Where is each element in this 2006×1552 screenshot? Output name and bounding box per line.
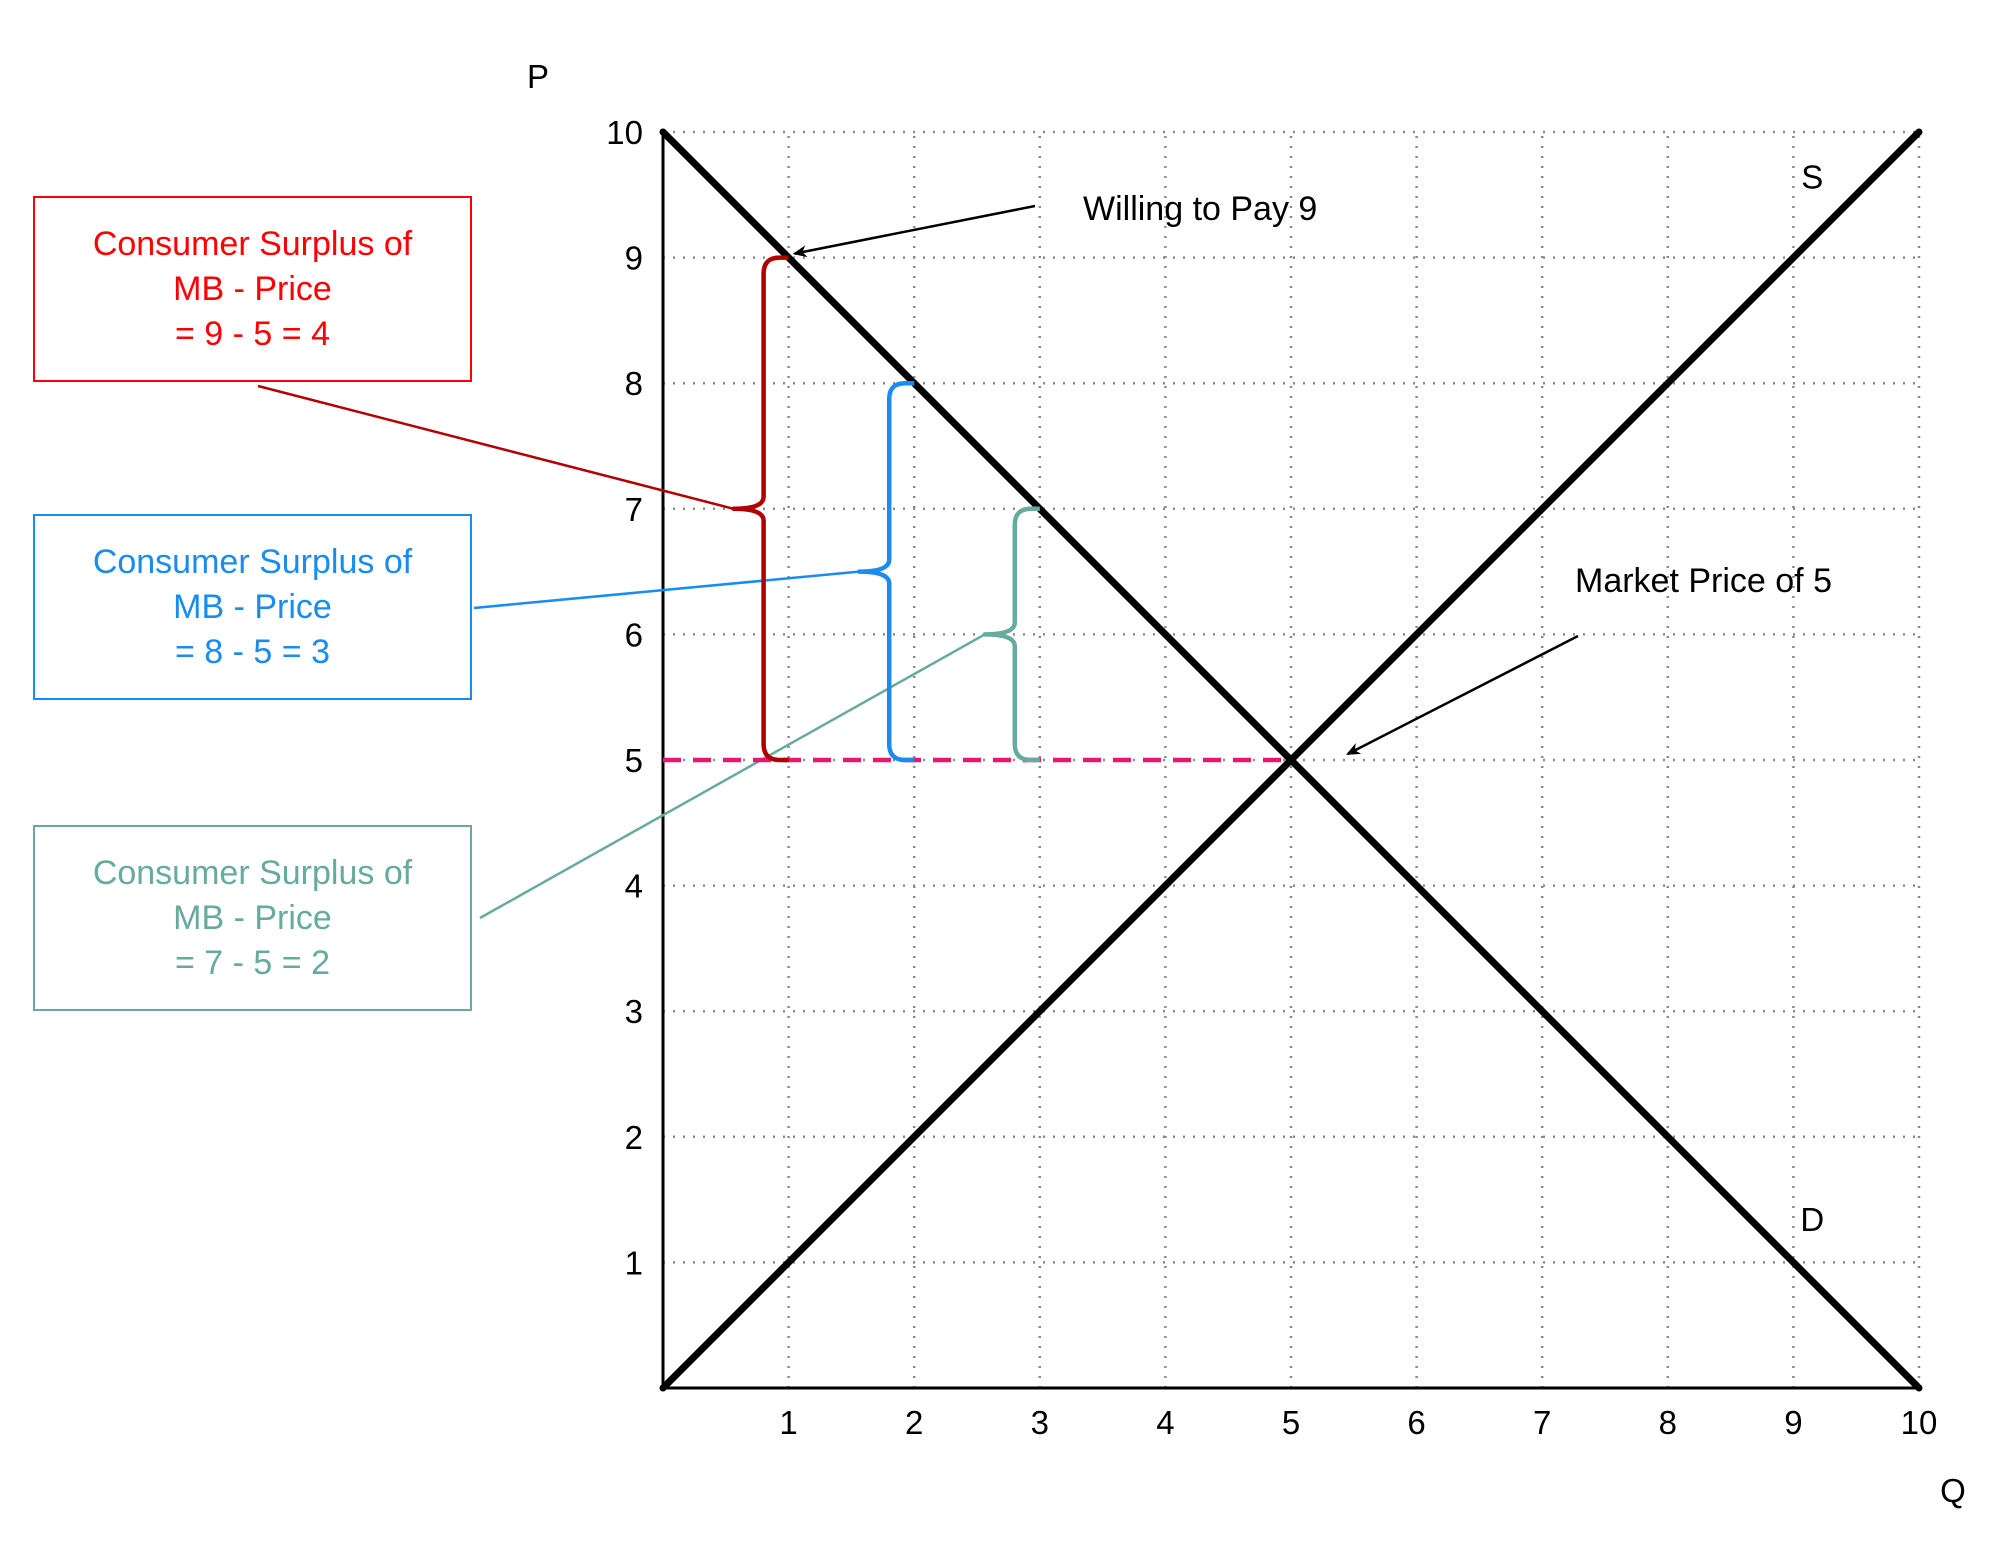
x-tick-label: 6 (1407, 1404, 1425, 1441)
callout-line3: = 9 - 5 = 4 (175, 314, 330, 353)
x-tick-label: 1 (779, 1404, 797, 1441)
y-tick-label: 7 (625, 491, 643, 528)
callout-consumer-surplus-3: Consumer Surplus of MB - Price = 8 - 5 =… (33, 514, 472, 700)
demand-curve-label: D (1800, 1201, 1824, 1238)
callout-line2: MB - Price (173, 587, 332, 626)
y-tick-label: 5 (625, 742, 643, 779)
y-tick-label: 8 (625, 365, 643, 402)
y-tick-label: 1 (625, 1244, 643, 1281)
x-tick-label: 7 (1533, 1404, 1551, 1441)
tick-labels: 1 2 3 4 5 6 7 8 9 10 1 2 3 4 5 6 7 8 9 10 (606, 114, 1937, 1441)
y-tick-label: 4 (625, 868, 643, 905)
y-tick-label: 10 (606, 114, 643, 151)
x-tick-label: 8 (1659, 1404, 1677, 1441)
callout-line1: Consumer Surplus of (92, 542, 413, 581)
x-tick-label: 2 (905, 1404, 923, 1441)
surplus-brace-q2 (856, 380, 915, 763)
x-tick-label: 10 (1901, 1404, 1938, 1441)
market-price-arrow (1346, 634, 1579, 756)
callout-leader-line (257, 384, 734, 511)
market-price-label: Market Price of 5 (1575, 562, 1832, 600)
y-tick-label: 3 (625, 993, 643, 1030)
surplus-brace-q3 (982, 506, 1040, 763)
surplus-brace-q1 (731, 255, 789, 763)
callout-line3: = 8 - 5 = 3 (175, 632, 330, 671)
callout-line3: = 7 - 5 = 2 (175, 943, 330, 982)
x-tick-label: 5 (1282, 1404, 1300, 1441)
willing-to-pay-label: Willing to Pay 9 (1083, 190, 1317, 228)
y-tick-label: 6 (625, 616, 643, 653)
callout-consumer-surplus-2: Consumer Surplus of MB - Price = 7 - 5 =… (33, 825, 472, 1011)
callout-leader-line (473, 570, 860, 610)
y-tick-label: 2 (625, 1119, 643, 1156)
curve-s (659, 128, 1923, 1392)
callout-leader-line (479, 633, 986, 920)
x-tick-label: 4 (1156, 1404, 1174, 1441)
surplus-braces (731, 255, 1040, 763)
x-axis-title: Q (1940, 1472, 1966, 1509)
supply-curve-label: S (1801, 159, 1823, 196)
callout-line1: Consumer Surplus of (92, 224, 413, 263)
callout-line2: MB - Price (173, 898, 332, 937)
callout-leader-lines (257, 384, 986, 920)
y-axis-title: P (527, 58, 549, 95)
y-tick-label: 9 (625, 240, 643, 277)
annotations: Willing to Pay 9 Market Price of 5 (792, 190, 1832, 756)
x-tick-label: 9 (1784, 1404, 1802, 1441)
callout-line2: MB - Price (173, 269, 332, 308)
callout-consumer-surplus-4: Consumer Surplus of MB - Price = 9 - 5 =… (33, 196, 472, 382)
curves: SD (659, 128, 1923, 1392)
callout-line1: Consumer Surplus of (92, 853, 413, 892)
willing-to-pay-arrow (792, 204, 1036, 258)
x-tick-label: 3 (1031, 1404, 1049, 1441)
